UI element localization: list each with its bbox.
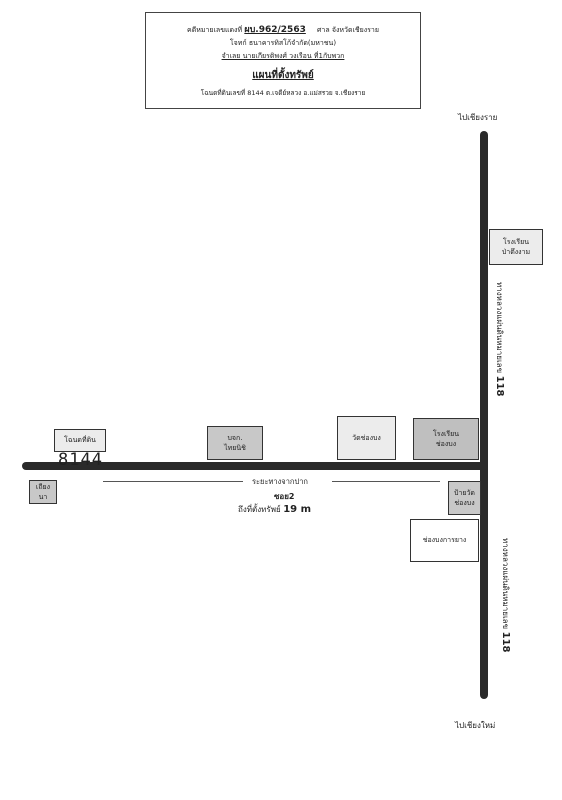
case-prefix: คดีหมายเลขแดงที่ xyxy=(187,26,245,34)
case-number-line: คดีหมายเลขแดงที่ ผบ.962/2563 ศาล จังหวัด… xyxy=(146,22,420,36)
company-thai-nishi: บจก. ไทยนิชิ xyxy=(207,426,263,460)
soi-label: ซอย2 xyxy=(274,492,295,501)
highway-number: 118 xyxy=(500,631,511,653)
school-pa-tueng-ngam: โรงเรียน ป่าตึงงาม xyxy=(489,229,543,265)
highway-number: 118 xyxy=(494,375,505,397)
soi-road xyxy=(22,462,488,470)
header-box: คดีหมายเลขแดงที่ ผบ.962/2563 ศาล จังหวัด… xyxy=(145,12,421,109)
bus-stop-wat-chong-bong: ป้ายวัด ช่องบง xyxy=(448,481,481,515)
defendant-line: จำเลย นายเกียรติพงศ์ วงเรือน ที่1กับพวก xyxy=(221,52,345,60)
field-hut: เถียง นา xyxy=(29,480,57,504)
chong-bong-market: ช่องบงการยาง xyxy=(410,519,479,562)
highway-118-road xyxy=(480,131,488,699)
to-property-text: ถึงที่ตั้งทรัพย์ xyxy=(238,505,284,514)
direction-north-label: ไปเชียงราย xyxy=(458,113,498,122)
plaintiff-line: โจทก์ ธนาคารทิสโก้จำกัด(มหาชน) xyxy=(229,39,337,47)
distance-meters: 19 m xyxy=(283,504,312,515)
highway-label-upper: ทางหลวงแผ่นดินหมายเลข 118 xyxy=(493,282,506,396)
distance-line-right xyxy=(332,481,440,482)
school-chong-bong: โรงเรียน ช่องบง xyxy=(413,418,479,460)
court-name: ศาล จังหวัดเชียงราย xyxy=(316,26,379,34)
plot-number: 8144 xyxy=(58,450,103,470)
distance-line-left xyxy=(103,481,243,482)
wat-chong-bong: วัดช่องบง xyxy=(337,416,396,460)
direction-south-label: ไปเชียงใหม่ xyxy=(455,721,496,730)
to-property-label: ถึงที่ตั้งทรัพย์ 19 m xyxy=(238,503,311,516)
land-deed-box: โฉนดที่ดิน xyxy=(54,429,106,452)
case-number: ผบ.962/2563 xyxy=(244,25,306,35)
highway-prefix: ทางหลวงแผ่นดินหมายเลข xyxy=(501,538,510,632)
highway-label-lower: ทางหลวงแผ่นดินหมายเลข 118 xyxy=(499,538,512,652)
deed-line: โฉนดที่ดินเลขที่ 8144 ต.เจดีย์หลวง อ.แม่… xyxy=(200,89,366,97)
distance-label: ระยะทางจากปาก xyxy=(252,477,308,486)
map-title: แผนที่ตั้งทรัพย์ xyxy=(252,70,314,81)
highway-prefix: ทางหลวงแผ่นดินหมายเลข xyxy=(495,282,504,376)
